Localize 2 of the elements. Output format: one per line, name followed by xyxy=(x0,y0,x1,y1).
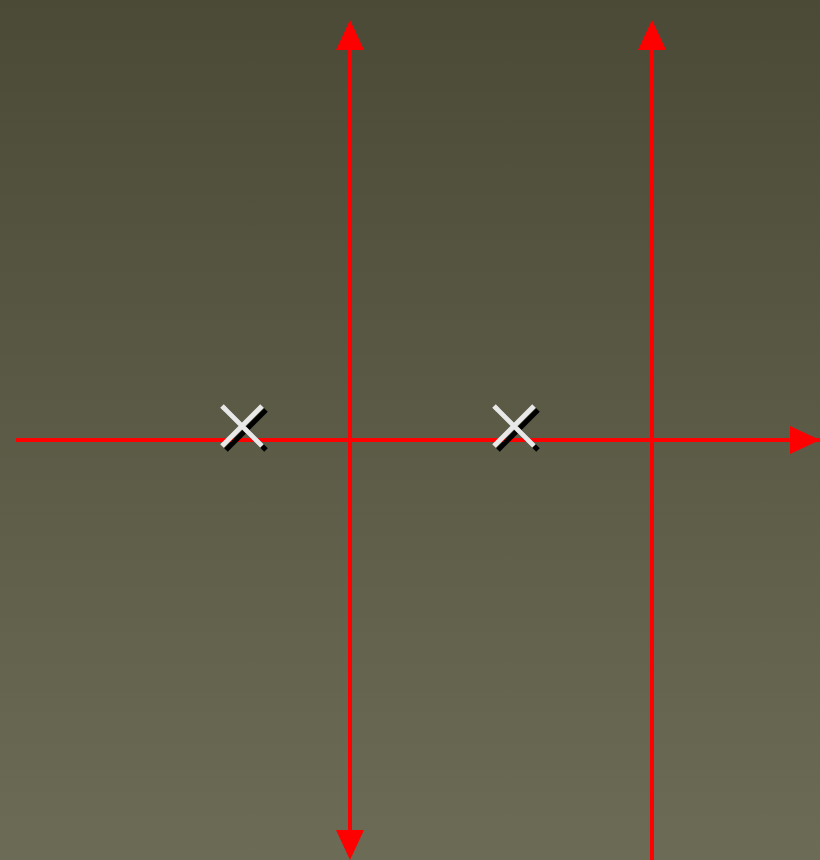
cross-mark xyxy=(491,403,541,453)
cross-mark xyxy=(219,403,269,453)
